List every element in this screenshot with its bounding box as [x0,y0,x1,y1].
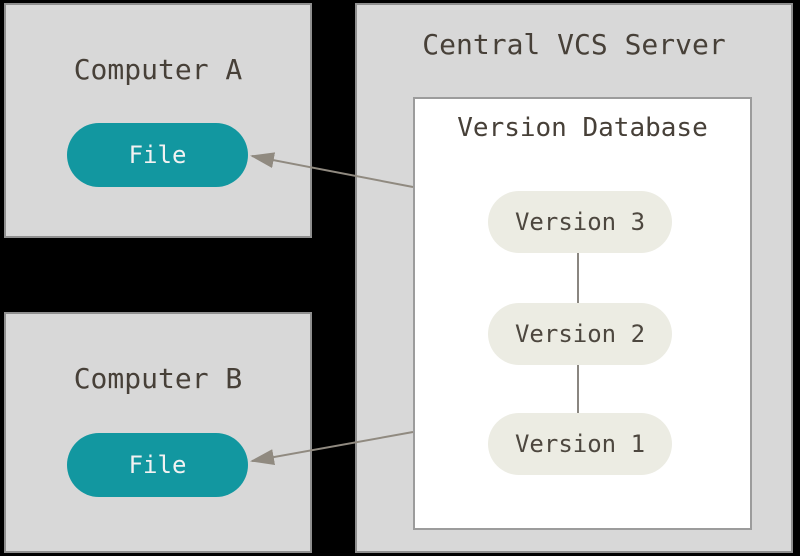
computer-b-file-label: File [128,451,187,479]
version-2-pill: Version 2 [488,303,672,365]
computer-b-box: Computer B File [4,312,312,553]
computer-b-file-pill: File [67,433,248,497]
central-vcs-server-title: Central VCS Server [422,28,726,61]
computer-b-title: Computer B [73,362,243,395]
version-1-pill: Version 1 [488,413,672,475]
computer-a-file-label: File [128,141,187,169]
computer-a-file-pill: File [67,123,248,187]
version-2-1-connector-line [577,365,579,413]
version-3-pill: Version 3 [488,191,672,253]
version-3-2-connector-line [577,253,579,303]
version-database-box: Version Database Version 3 Version 2 Ver… [413,97,752,530]
computer-a-box: Computer A File [4,3,312,238]
central-vcs-server-box: Central VCS Server Version Database Vers… [355,3,793,553]
computer-a-title: Computer A [73,53,243,86]
version-database-title: Version Database [457,113,708,143]
